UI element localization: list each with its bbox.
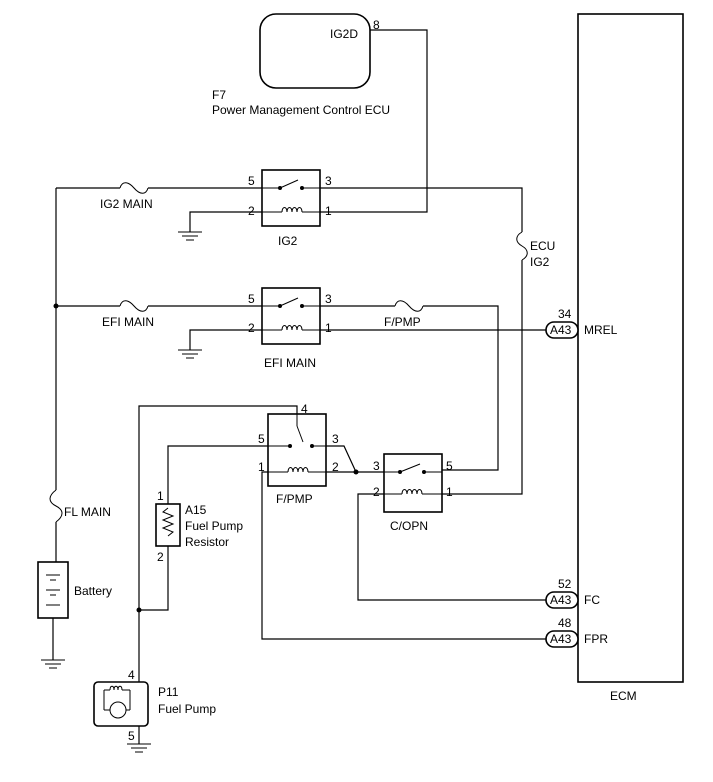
resistor-box [155, 503, 181, 547]
ig2-switch-icon [262, 179, 320, 190]
ecm-connector-fc: A43 52 FC [545, 577, 600, 609]
fuel-pump-box [93, 681, 149, 727]
fuse-ecu-ig2: ECU IG2 [462, 231, 555, 495]
efi-switch-icon [262, 297, 320, 308]
ig2-relay-label: IG2 [278, 234, 298, 248]
ig2-pin2: 2 [248, 204, 255, 218]
ecu-ig2-label-2: IG2 [530, 255, 550, 269]
efi-pin5: 5 [248, 292, 255, 306]
ecm: ECM [577, 13, 684, 703]
copn-relay-label: C/OPN [390, 519, 428, 533]
copn-pin3: 3 [373, 459, 380, 473]
mrel-pin: 34 [558, 307, 572, 321]
ecu-name: Power Management Control ECU [212, 103, 390, 117]
fpmp-pin5: 5 [258, 432, 265, 446]
ig2-pin5: 5 [248, 174, 255, 188]
fc-connector: A43 [550, 593, 572, 607]
ground-icon [178, 231, 202, 241]
fpmp-pin3: 3 [332, 432, 339, 446]
ecm-box [577, 13, 684, 683]
ig2-main-label: IG2 MAIN [100, 197, 153, 211]
pump-pin-top: 4 [128, 668, 135, 682]
pump-name: Fuel Pump [158, 702, 216, 716]
relay-fpmp: 4 5 3 1 2 F/PMP [138, 402, 546, 640]
ecm-label: ECM [610, 689, 637, 703]
fpmp-switch-icon [268, 414, 326, 448]
ig2-relay-box [261, 169, 321, 227]
copn-relay-box [383, 453, 443, 513]
ecu-ig2-fuse-icon [516, 231, 528, 261]
fuel-pump: 4 5 P11 Fuel Pump [93, 610, 216, 753]
ig2-pin3: 3 [325, 174, 332, 188]
pump-pin-bottom: 5 [128, 729, 135, 743]
copn-pin5: 5 [446, 459, 453, 473]
fl-main-label: FL MAIN [64, 505, 111, 519]
fuse-fpmp-icon [394, 300, 424, 312]
fpr-pin: 48 [558, 616, 572, 630]
fpmp-relay-label: F/PMP [276, 492, 313, 506]
mrel-signal: MREL [584, 323, 618, 337]
resistor-name-1: Fuel Pump [185, 519, 243, 533]
fuse-efi-main-icon [119, 300, 149, 312]
mrel-connector: A43 [550, 323, 572, 337]
fpr-connector: A43 [550, 632, 572, 646]
fuel-pump-resistor: 1 2 A15 Fuel Pump Resistor [136, 489, 243, 613]
efi-main-relay-box [261, 287, 321, 345]
efi-pin3: 3 [325, 292, 332, 306]
battery-label: Battery [74, 584, 112, 598]
power-management-ecu-box [259, 13, 371, 89]
resistor-pin2: 2 [157, 550, 164, 564]
wire-ig2d-to-ig2-coil [320, 29, 428, 213]
efi-pin2: 2 [248, 321, 255, 335]
efi-main-relay-label: EFI MAIN [264, 356, 316, 370]
efi-coil-icon [262, 325, 320, 331]
ecu-code: F7 [212, 88, 226, 102]
power-management-ecu: IG2D 8 F7 Power Management Control ECU [212, 13, 390, 117]
resistor-name-2: Resistor [185, 535, 229, 549]
fuel-pump-motor-icon [103, 685, 131, 719]
relay-efi-main: EFI MAIN 5 3 2 1 EFI MAIN F/PMP [56, 287, 546, 471]
junction-fpmp [353, 469, 359, 475]
pump-code: P11 [158, 685, 179, 699]
ig2-pin1: 1 [325, 204, 332, 218]
ecm-connector-mrel: A43 34 MREL [545, 307, 618, 339]
ecu-terminal-ig2d: IG2D [330, 27, 358, 41]
ecu-pin-8: 8 [373, 18, 380, 32]
battery: Battery [37, 561, 112, 669]
ground-icon [178, 349, 202, 359]
efi-pin1: 1 [325, 321, 332, 335]
copn-pin2: 2 [373, 485, 380, 499]
resistor-icon [161, 507, 175, 537]
efi-main-fuse-label: EFI MAIN [102, 315, 154, 329]
relay-ig2: IG2 MAIN 5 3 2 1 IG2 [56, 169, 523, 248]
copn-pin1: 1 [446, 485, 453, 499]
fpmp-fuse-label: F/PMP [384, 315, 421, 329]
fuse-fl-main: FL MAIN [49, 480, 111, 562]
fc-signal: FC [584, 593, 600, 607]
ground-icon [127, 743, 151, 753]
resistor-code: A15 [185, 503, 207, 517]
fl-main-fuse-icon [49, 489, 63, 523]
fpmp-pin1: 1 [258, 460, 265, 474]
fc-pin: 52 [558, 577, 572, 591]
ig2-coil-icon [262, 207, 320, 213]
relay-copn: 3 5 2 1 C/OPN [357, 453, 546, 601]
copn-switch-icon [384, 463, 442, 474]
fpmp-pin2: 2 [332, 460, 339, 474]
fpmp-coil-icon [268, 467, 326, 473]
fpmp-pin4: 4 [301, 402, 308, 416]
resistor-pin1: 1 [157, 489, 164, 503]
ecu-ig2-label-1: ECU [530, 239, 555, 253]
copn-coil-icon [384, 489, 442, 495]
fpr-signal: FPR [584, 632, 608, 646]
ground-icon [41, 659, 65, 669]
fuse-ig2-main-icon [119, 182, 149, 194]
